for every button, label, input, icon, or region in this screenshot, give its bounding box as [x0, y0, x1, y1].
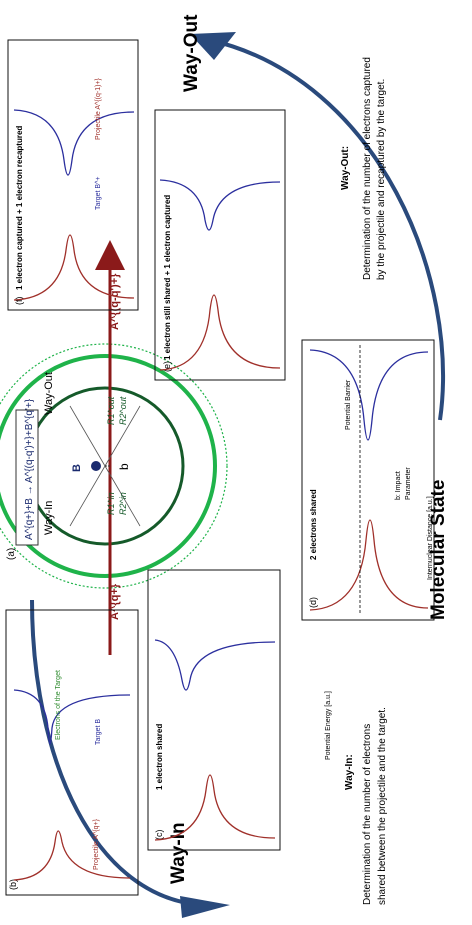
- projectile-in-label: A^{q+}: [109, 583, 121, 620]
- panel-f-target-label: Target B^+: [95, 177, 102, 210]
- molecular-state-label: Molecular State: [428, 480, 449, 620]
- radius-line-1: [69, 405, 106, 467]
- radius-line-4: [104, 465, 141, 527]
- panel-f: (f) 1 electron captured + 1 electron rec…: [7, 39, 139, 311]
- way-in-arrowhead: [180, 896, 230, 918]
- panel-b-target-curve: [13, 689, 131, 745]
- impact-label: b: [117, 463, 131, 470]
- panel-d-xlabel: Internuclear Distance [a.u.]: [427, 496, 434, 580]
- panel-e-target-curve: [159, 179, 281, 231]
- panel-f-target-curve: [13, 109, 135, 176]
- way-in-arc: [30, 599, 206, 907]
- panel-d-target-curve: [309, 349, 429, 441]
- outer-dotted-circle: [0, 343, 228, 589]
- collision-schematic: B b R1^in R2^in R1^out R2^out A^{q+}+B →…: [0, 240, 228, 655]
- way-in-text-2: shared between the projectile and the ta…: [377, 707, 388, 905]
- way-in-title: Way-In:: [344, 754, 355, 790]
- target-label: B: [71, 464, 83, 472]
- radius-label-4: R2^out: [118, 396, 128, 425]
- panel-e-projectile-curve: [159, 294, 281, 371]
- panel-d-impact-2: Parameter: [405, 467, 412, 500]
- projectile-out-label: A^{(q-q')+}: [109, 273, 121, 330]
- panel-b: (b) Projectile A^{q+} Target B Electrons…: [5, 609, 139, 896]
- panel-e-frame: [154, 109, 286, 381]
- way-out-arc: [209, 38, 445, 421]
- panel-d-title: 2 electrons shared: [309, 489, 318, 560]
- panel-c: (c) 1 electron shared: [147, 569, 281, 851]
- way-in-text-1: Determination of the number of electrons: [362, 724, 373, 905]
- panel-c-target-curve: [154, 639, 276, 691]
- radius-label-1: R1^in: [106, 492, 116, 515]
- panel-d: (d) 2 electrons shared Potential Barrier…: [301, 339, 435, 760]
- panel-b-annotation: Electrons of the Target: [55, 670, 62, 740]
- panel-c-projectile-curve: [154, 774, 276, 841]
- panel-e-title: 1 electron still shared + 1 electron cap…: [163, 195, 172, 360]
- panel-d-projectile-curve: [309, 519, 429, 611]
- panel-c-title: 1 electron shared: [155, 724, 164, 790]
- way-out-text-2: by the projectile and recaptured by the …: [376, 79, 387, 280]
- way-out-arrowhead: [190, 32, 236, 60]
- radius-line-3: [104, 405, 141, 467]
- equation: A^{q+}+B → A^{(q-q')+}+B^{q'+}: [24, 398, 35, 540]
- panel-b-label: (b): [8, 879, 18, 890]
- panel-b-target-label: Target B: [95, 719, 102, 745]
- panel-f-frame: [7, 39, 139, 311]
- outer-circle: [0, 354, 217, 578]
- panel-b-frame: [5, 609, 139, 896]
- panel-d-ylabel: Potential Energy [a.u.]: [325, 691, 332, 760]
- panel-label-a: (a): [6, 548, 17, 560]
- panel-c-label: (c): [154, 830, 164, 841]
- way-out-title: Way-Out:: [340, 146, 351, 190]
- panel-f-projectile-curve: [13, 234, 135, 301]
- panel-d-label: (d): [308, 597, 318, 608]
- way-in-small: Way-In: [43, 501, 55, 535]
- panel-e-label: (e): [162, 361, 172, 372]
- equation-box: [15, 409, 39, 546]
- panel-b-projectile-curve: [13, 830, 131, 881]
- target-nucleus: [91, 461, 101, 471]
- radius-line-2: [69, 465, 106, 527]
- way-out-label: Way-Out: [181, 14, 202, 92]
- panel-c-frame: [147, 569, 281, 851]
- panel-f-projectile-label: Projectile A^{(q-1)+}: [95, 77, 102, 140]
- panel-f-title: 1 electron captured + 1 electron recaptu…: [15, 126, 24, 290]
- panel-d-impact-1: b: Impact: [395, 471, 402, 500]
- way-out-small: Way-Out: [43, 372, 55, 415]
- way-out-text-1: Determination of the number of electrons…: [362, 57, 373, 280]
- panel-e: (e) 1 electron still shared + 1 electron…: [154, 109, 286, 381]
- panel-d-frame: [301, 339, 435, 621]
- panel-b-projectile-label: Projectile A^{q+}: [93, 818, 100, 870]
- radius-label-2: R2^in: [118, 492, 128, 515]
- panel-d-barrier-label: Potential Barrier: [345, 379, 352, 430]
- radius-label-3: R1^out: [106, 396, 116, 425]
- way-in-label: Way-In: [168, 822, 189, 884]
- panel-f-label: (f): [14, 297, 24, 306]
